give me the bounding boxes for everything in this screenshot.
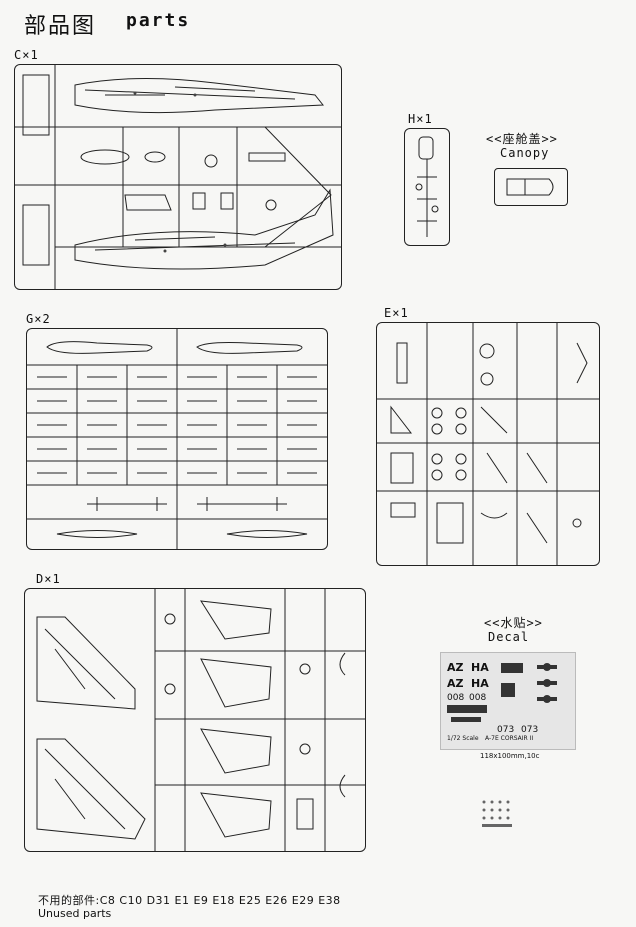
decal-scale-note: 1/72 Scale	[447, 735, 479, 742]
unused-parts-line: 不用的部件:C8 C10 D31 E1 E9 E18 E25 E26 E29 E…	[38, 892, 341, 908]
decal-code-az-2: AZ	[447, 677, 464, 690]
sprue-d	[24, 588, 366, 852]
unused-label-en: Unused parts	[38, 907, 112, 920]
page-title-cn: 部品图	[24, 14, 97, 39]
decal-sheet: AZ HA AZ HA 008 008 073 073 1/72 Scale A…	[440, 652, 576, 750]
sprue-d-parts	[36, 589, 365, 851]
sprue-g-label: G×2	[26, 312, 51, 326]
sprue-e	[376, 322, 600, 566]
unused-label-cn: 不用的部件:	[38, 894, 100, 907]
canopy-label-cn: <<座舱盖>>	[486, 132, 558, 146]
sprue-g-parts	[27, 329, 327, 549]
decal-small-sheet-dots	[482, 800, 512, 827]
decal-label-cn: <<水贴>>	[484, 616, 543, 630]
sprue-h-label: H×1	[408, 112, 433, 126]
decal-insignia-shapes	[447, 663, 557, 722]
decal-size-note: 118x100mm,10c	[480, 752, 540, 760]
sprue-h-parts	[415, 136, 439, 237]
sprue-d-label: D×1	[36, 572, 61, 586]
decal-code-ha-1: HA	[471, 661, 489, 674]
sprue-c-parts	[15, 65, 341, 289]
sprue-c	[14, 64, 342, 290]
canopy-shape	[506, 178, 554, 196]
decal-small-sheet	[478, 796, 518, 830]
decal-number-2: 008	[469, 693, 487, 703]
decal-code-ha-2: HA	[471, 677, 489, 690]
sprue-e-parts	[377, 323, 599, 565]
sprue-h	[404, 128, 450, 246]
decal-code-az-1: AZ	[447, 661, 464, 674]
page-title-en: parts	[126, 10, 191, 31]
decal-number-4: 073	[521, 725, 539, 735]
canopy-part	[494, 168, 568, 206]
decal-model-name: A-7E CORSAIR II	[485, 735, 534, 742]
canopy-label-en: Canopy	[500, 146, 550, 160]
sprue-g	[26, 328, 328, 550]
decal-number-1: 008	[447, 693, 465, 703]
decal-number-3: 073	[497, 725, 515, 735]
sprue-c-label: C×1	[14, 48, 39, 62]
decal-label-en: Decal	[488, 630, 530, 644]
sprue-e-label: E×1	[384, 306, 409, 320]
unused-parts-list: C8 C10 D31 E1 E9 E18 E25 E26 E29 E38	[99, 894, 341, 907]
